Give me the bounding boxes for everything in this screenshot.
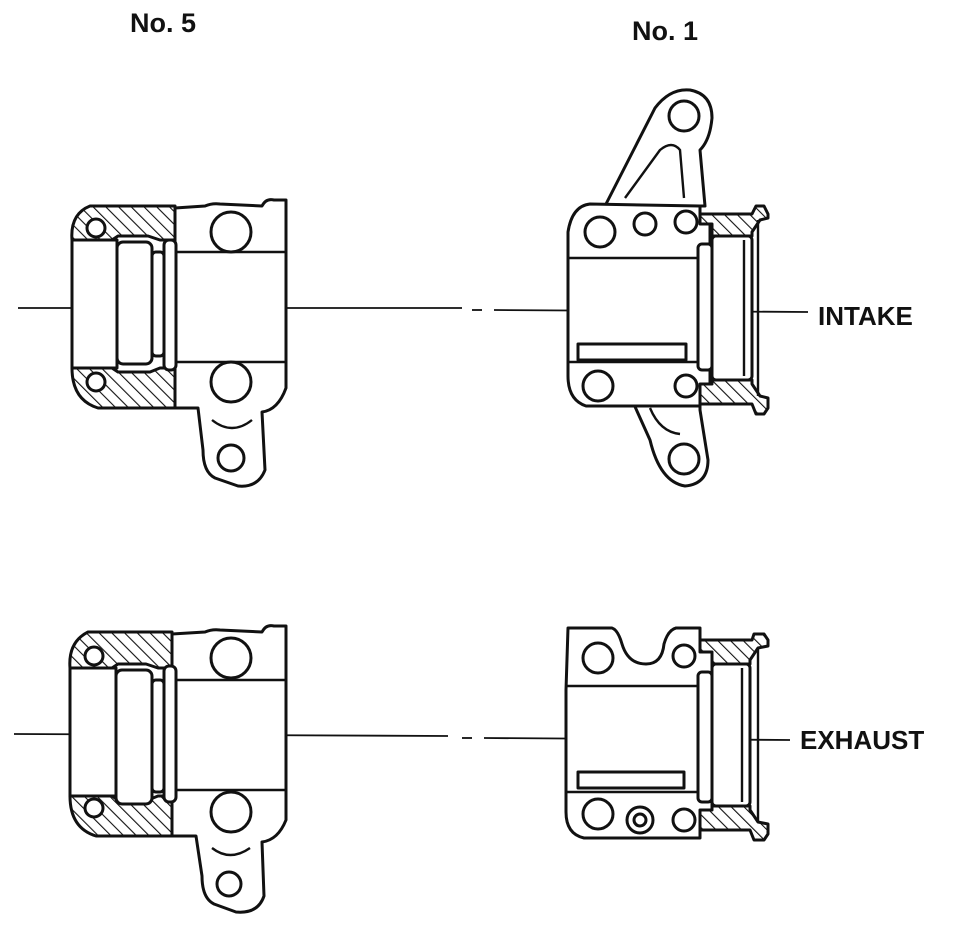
no1-exhaust-bearing-cap xyxy=(564,626,770,842)
label-intake: INTAKE xyxy=(818,301,913,331)
no1-intake-bearing-cap xyxy=(566,88,770,488)
label-no1: No. 1 xyxy=(632,16,698,46)
label-no5: No. 5 xyxy=(130,8,196,38)
label-exhaust: EXHAUST xyxy=(800,725,924,755)
no5-intake-bearing-cap xyxy=(70,198,288,488)
no5-exhaust-bearing-cap xyxy=(68,624,288,914)
